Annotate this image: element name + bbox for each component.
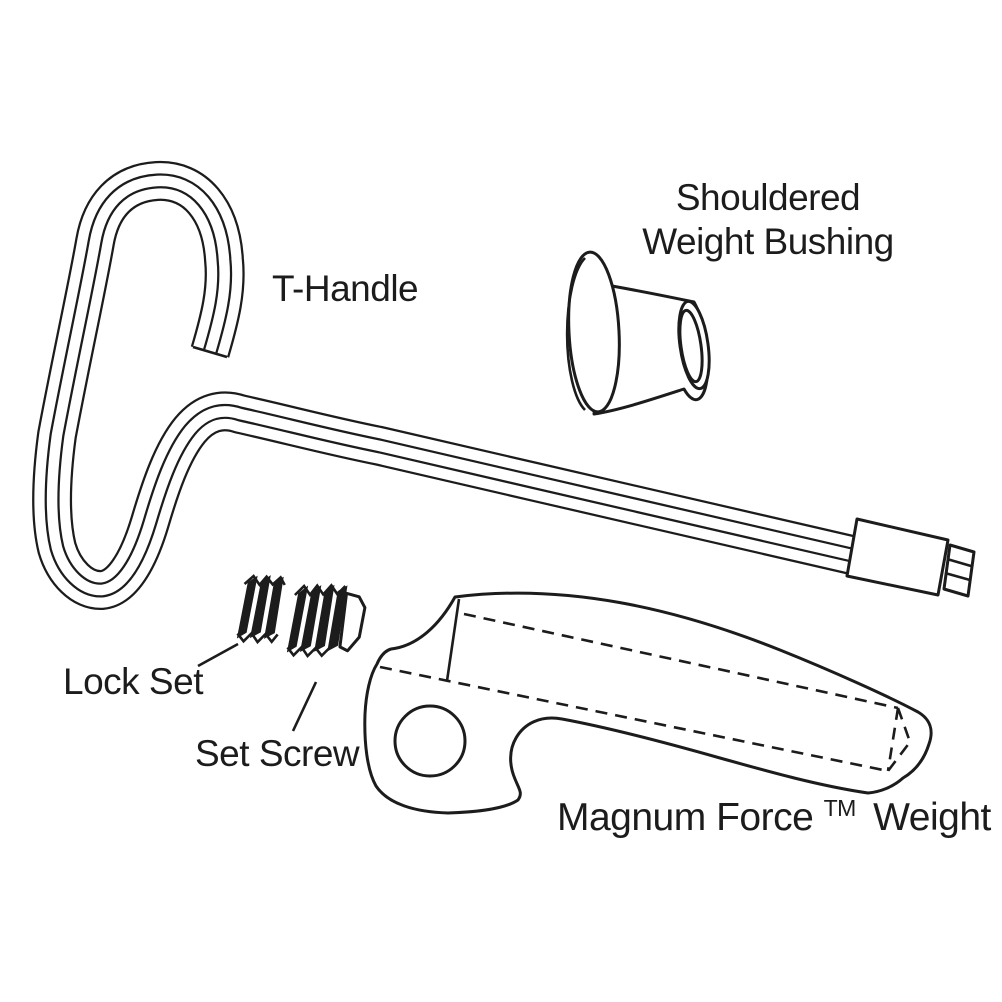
set-screw-tip	[338, 591, 367, 653]
weight-hidden-bore-bottom	[379, 665, 889, 773]
set-screw-drawing	[286, 583, 367, 659]
bushing-flange	[567, 250, 621, 414]
weight-hidden-bore-point	[886, 707, 912, 772]
weight-bore-hole	[393, 704, 467, 778]
weight-crease-line	[445, 598, 461, 682]
t-handle-shaft-collar	[845, 517, 950, 597]
bushing-label-line2: Weight Bushing	[642, 221, 893, 262]
t-handle-tip-cut	[192, 345, 228, 359]
set-screw-label: Set Screw	[195, 733, 360, 774]
lock-set-label: Lock Set	[63, 661, 204, 702]
shouldered-weight-bushing-drawing	[565, 250, 711, 416]
bushing-bore-opening	[678, 308, 704, 384]
bushing-flange-thickness	[565, 257, 586, 411]
magnum-force-weight-drawing	[363, 591, 933, 815]
magnum-label-text: Magnum Force	[557, 796, 813, 839]
weight-outline	[363, 591, 933, 815]
t-handle-label: T-Handle	[272, 268, 418, 309]
bushing-label-line1: Shouldered	[676, 177, 860, 218]
magnum-label-text-2: Weight	[873, 796, 991, 839]
weight-hidden-bore-top	[463, 612, 899, 710]
weight-hidden-bore-end	[886, 707, 900, 772]
lock-set-screw-drawing	[236, 574, 286, 645]
magnum-force-weight-label: Magnum Force TM Weight	[557, 782, 992, 839]
lock-set-leader-line	[197, 642, 239, 668]
set-screw-leader-line	[291, 681, 318, 732]
t-handle-shaft-tip	[942, 543, 976, 598]
magnum-trademark-superscript: TM	[824, 795, 856, 821]
t-handle-drawing	[52, 181, 976, 598]
t-handle-shaft-tip-steps	[944, 557, 972, 582]
